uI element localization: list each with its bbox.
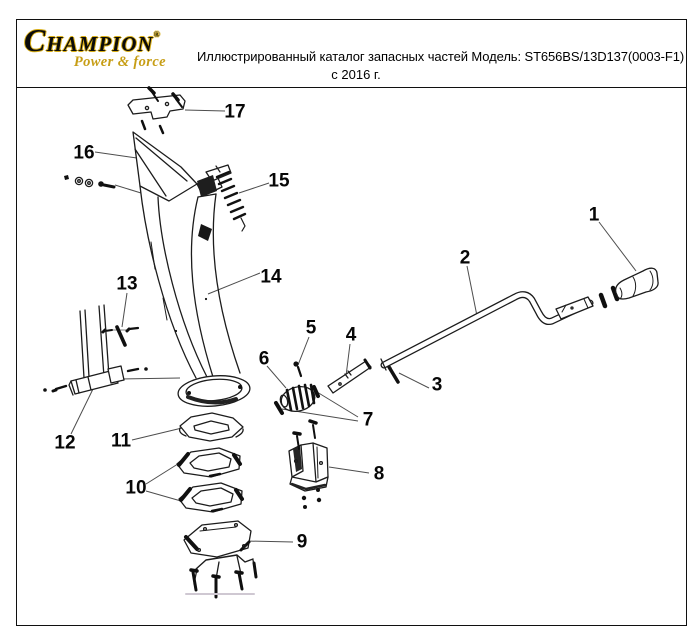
part-callout-14: 14 (260, 266, 282, 288)
part-callout-17: 17 (224, 101, 246, 123)
leader-lines (70, 109, 637, 543)
header-divider (17, 87, 687, 88)
brand-wordmark: CHAMPION® (24, 22, 174, 57)
part-callout-1: 1 (588, 204, 600, 226)
part-9-lower-plate (183, 520, 252, 558)
part-15-spring (215, 165, 247, 232)
part-callout-13: 13 (116, 273, 138, 295)
part-callout-7: 7 (362, 409, 374, 431)
part-5-bolt (293, 361, 303, 378)
part-callout-3: 3 (431, 374, 443, 396)
catalog-subtitle: с 2016 г. (331, 67, 381, 82)
part-callout-8: 8 (373, 463, 385, 485)
part-16-lever-bracket (64, 131, 232, 379)
part-callout-6: 6 (258, 348, 270, 370)
part-callout-9: 9 (296, 531, 308, 553)
part-8-u-bracket (288, 419, 329, 509)
part-callout-4: 4 (345, 324, 357, 346)
part-2-crank-rod (380, 291, 594, 371)
part-12-clamp-with-rods (43, 304, 148, 396)
page-border (16, 19, 687, 626)
part-13-bolt-and-pin (101, 325, 140, 347)
part-4-shaft (327, 358, 372, 394)
part-callout-15: 15 (268, 170, 290, 192)
part-6-worm-gear (279, 383, 316, 412)
part-1-handle-grip (598, 267, 659, 309)
part-callout-2: 2 (459, 247, 471, 269)
part-callout-12: 12 (54, 432, 76, 454)
brand-initial: C (24, 22, 47, 58)
part-14-handle-tube (174, 193, 241, 378)
part-3-pin (387, 363, 400, 384)
part-callout-5: 5 (305, 317, 317, 339)
champion-logo: CHAMPION® Power & force (24, 22, 174, 70)
part-callout-11: 11 (110, 430, 132, 452)
part-10-spacer-rings (176, 447, 244, 513)
part-callout-16: 16 (73, 142, 95, 164)
part-11-ring (178, 412, 244, 442)
part-7-washers (274, 385, 320, 415)
part-17-mounting-bracket (127, 86, 186, 135)
part-callout-10: 10 (125, 477, 147, 499)
registered-mark: ® (153, 30, 160, 39)
wire-bracket-with-bolts (185, 554, 258, 599)
catalog-title: Иллюстрированный каталог запасных частей… (197, 49, 685, 64)
base-flange-plate (177, 375, 251, 407)
brand-tagline: Power & force (73, 54, 166, 70)
brand-rest: HAMPION (46, 32, 154, 56)
